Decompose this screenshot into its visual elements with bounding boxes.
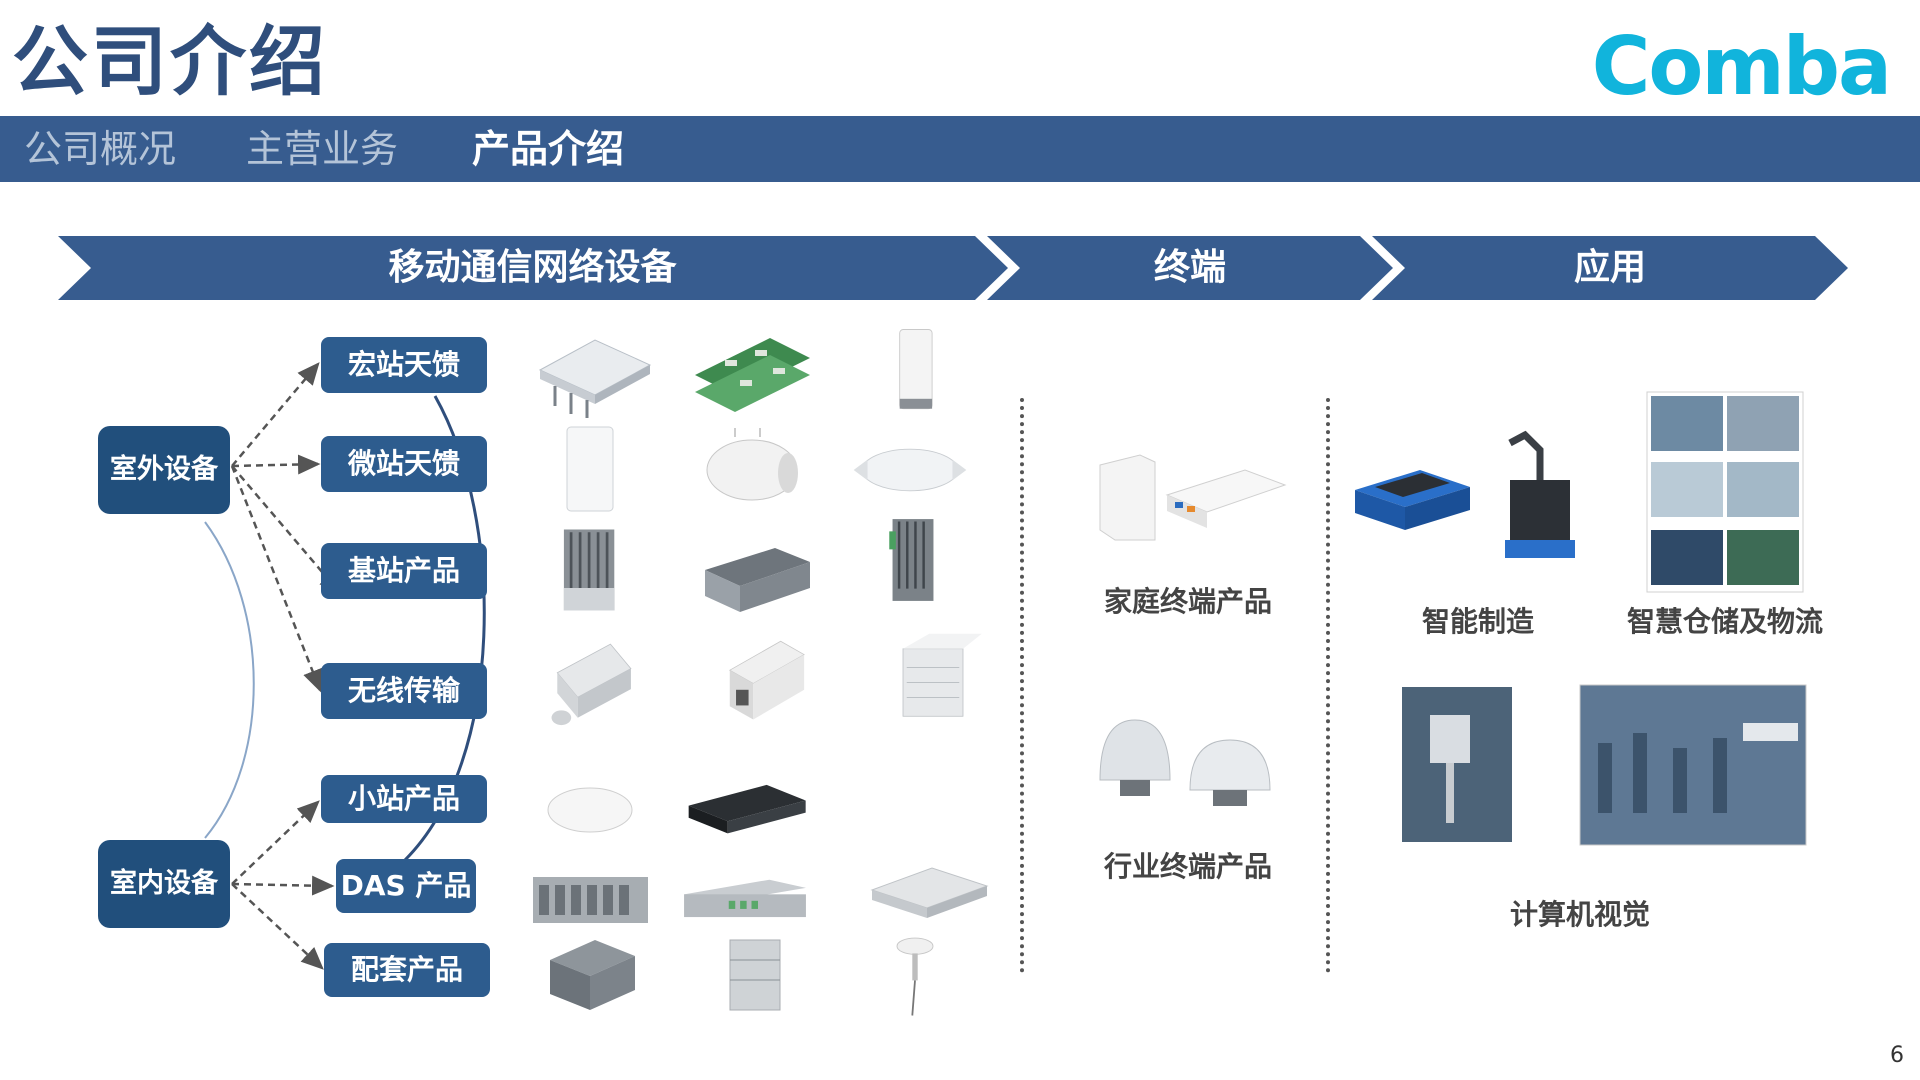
tab-product-intro[interactable]: 产品介绍 [472, 127, 625, 171]
chevron-application-label: 应用 [1573, 247, 1646, 288]
small-cell-ap-image [547, 787, 633, 833]
label-smart-logistics: 智慧仓储及物流 [1626, 605, 1823, 638]
item-base-station: 基站产品 [321, 543, 487, 599]
chevron-network [58, 236, 1008, 300]
splitter-image [729, 939, 781, 1011]
category-outdoor: 室外设备 [98, 426, 230, 514]
label-computer-vision: 计算机视觉 [1509, 898, 1650, 931]
circuit-board-image [695, 338, 810, 412]
divider-right [1326, 398, 1330, 973]
item-das: DAS 产品 [336, 859, 476, 913]
item-accessories: 配套产品 [324, 943, 490, 997]
tab-main-business[interactable]: 主营业务 [246, 127, 399, 171]
transmission-box-image [728, 640, 805, 720]
small-cell-radio-image [706, 428, 798, 501]
label-smart-manufacturing: 智能制造 [1421, 605, 1534, 638]
combiner-box-image [550, 940, 635, 1010]
chevron-network-label: 移动通信网络设备 [388, 247, 677, 288]
outdoor-cabinet-image [902, 633, 982, 717]
category-indoor: 室内设备 [98, 840, 230, 928]
base-station-unit-image [705, 548, 810, 612]
item-wireless-transmission: 无线传输 [321, 663, 487, 719]
section-nav-bar: 公司概况 主营业务 产品介绍 [0, 116, 1920, 182]
divider-left [1020, 398, 1024, 973]
flat-panel-antenna-image [566, 426, 614, 512]
page-title: 公司介绍 [12, 17, 328, 106]
rru-finned-image [563, 529, 615, 611]
tab-company-overview[interactable]: 公司概况 [24, 127, 177, 171]
home-terminal-image [1099, 454, 1287, 541]
comba-logo: Comba [1591, 20, 1892, 113]
microwave-outdoor-unit-image [551, 643, 632, 726]
label-home-terminal: 家庭终端产品 [1103, 585, 1272, 618]
chevron-application [1372, 236, 1848, 300]
ceiling-antenna-image [853, 448, 967, 492]
rack-unit-dark-image [688, 784, 806, 834]
smart-manufacturing-image [1355, 430, 1575, 558]
page-number: 6 [1890, 1043, 1904, 1068]
smart-logistics-image [1646, 391, 1804, 593]
das-rack-unit-image [684, 879, 806, 918]
item-macro-antenna: 宏站天馈 [321, 337, 487, 393]
antenna-panel-image [538, 339, 652, 418]
rru-outdoor-image [889, 519, 934, 601]
industry-terminal-image [1099, 719, 1271, 806]
label-industry-terminal: 行业终端产品 [1103, 850, 1272, 883]
item-micro-antenna: 微站天馈 [321, 436, 487, 492]
das-chassis-image [533, 877, 648, 923]
das-remote-unit-image [870, 867, 989, 918]
process-chevron-bar [58, 236, 1848, 300]
item-small-cell: 小站产品 [321, 775, 487, 823]
ceiling-mount-antenna-image [896, 937, 934, 1016]
chevron-terminal-label: 终端 [1153, 247, 1226, 288]
chevron-terminal [987, 236, 1393, 300]
tall-antenna-image [899, 329, 933, 410]
vision-surveillance-image [1579, 684, 1807, 846]
face-recognition-image [1402, 687, 1512, 842]
